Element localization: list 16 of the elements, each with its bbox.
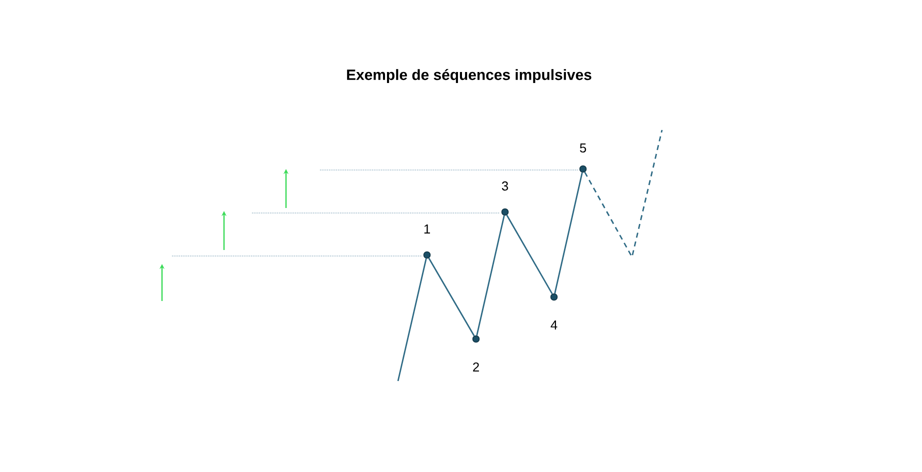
wave-line xyxy=(506,214,553,294)
title: Exemple de séquences impulsives xyxy=(347,68,592,84)
wave-number: 5 xyxy=(580,143,586,152)
wave-line xyxy=(476,215,505,336)
wave-point xyxy=(472,335,480,343)
wave-number: 1 xyxy=(424,224,430,234)
wave-number: 3 xyxy=(502,181,508,191)
wave-line xyxy=(554,172,583,294)
wave-point xyxy=(550,293,558,301)
wave-point xyxy=(423,251,431,259)
wave-number: 2 xyxy=(473,362,479,372)
wave-number: 4 xyxy=(550,320,558,330)
wave-line xyxy=(428,258,475,336)
wave-point xyxy=(501,208,509,216)
wave-point xyxy=(579,165,587,173)
wave-line xyxy=(397,258,427,382)
